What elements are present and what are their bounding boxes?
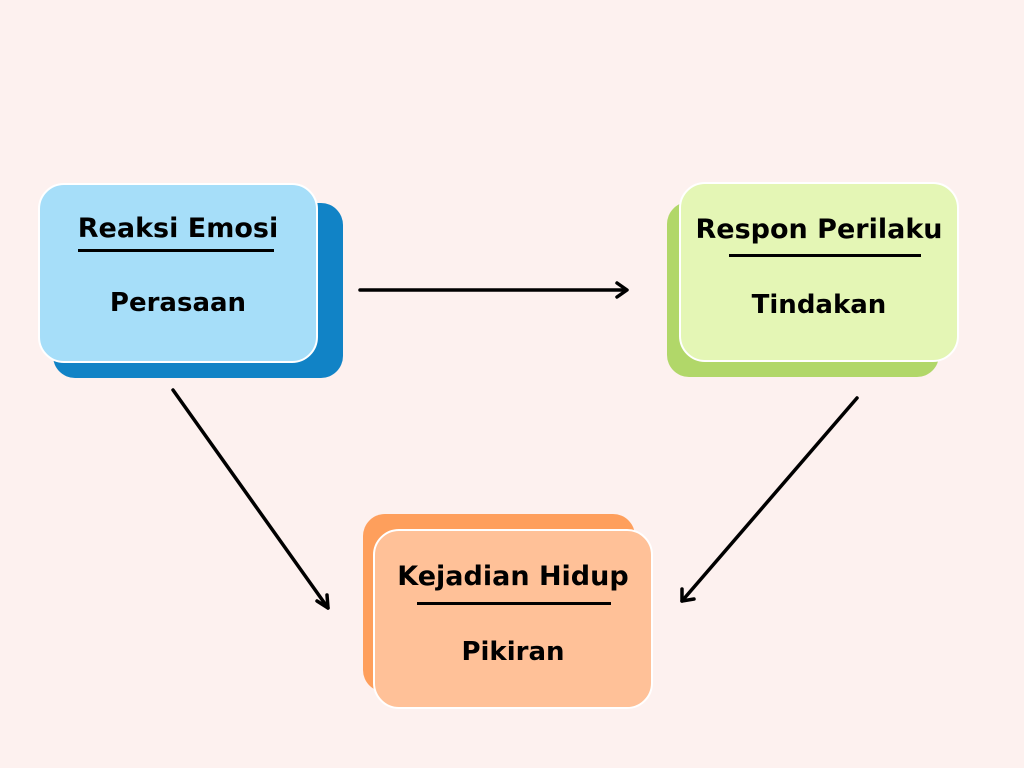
node-subtitle: Tindakan	[751, 290, 887, 320]
arrow-emosi-to-perilaku	[358, 281, 629, 299]
node-title: Kejadian Hidup	[397, 561, 629, 592]
title-underline	[729, 254, 921, 257]
node-title: Reaksi Emosi	[77, 213, 279, 244]
arrow-emosi-to-kejadian	[171, 388, 330, 610]
title-underline	[417, 602, 611, 605]
node-subtitle: Perasaan	[109, 288, 247, 318]
node-face: Respon Perilaku Tindakan	[679, 182, 959, 362]
node-subtitle: Pikiran	[461, 637, 565, 667]
title-underline	[78, 249, 274, 252]
arrow-perilaku-to-kejadian	[680, 396, 859, 603]
node-reaksi-emosi: Reaksi Emosi Perasaan	[38, 183, 348, 393]
node-respon-perilaku: Respon Perilaku Tindakan	[667, 182, 967, 392]
node-face: Reaksi Emosi Perasaan	[38, 183, 318, 363]
node-title: Respon Perilaku	[695, 214, 943, 245]
node-kejadian-hidup: Kejadian Hidup Pikiran	[363, 514, 663, 714]
node-face: Kejadian Hidup Pikiran	[373, 529, 653, 709]
